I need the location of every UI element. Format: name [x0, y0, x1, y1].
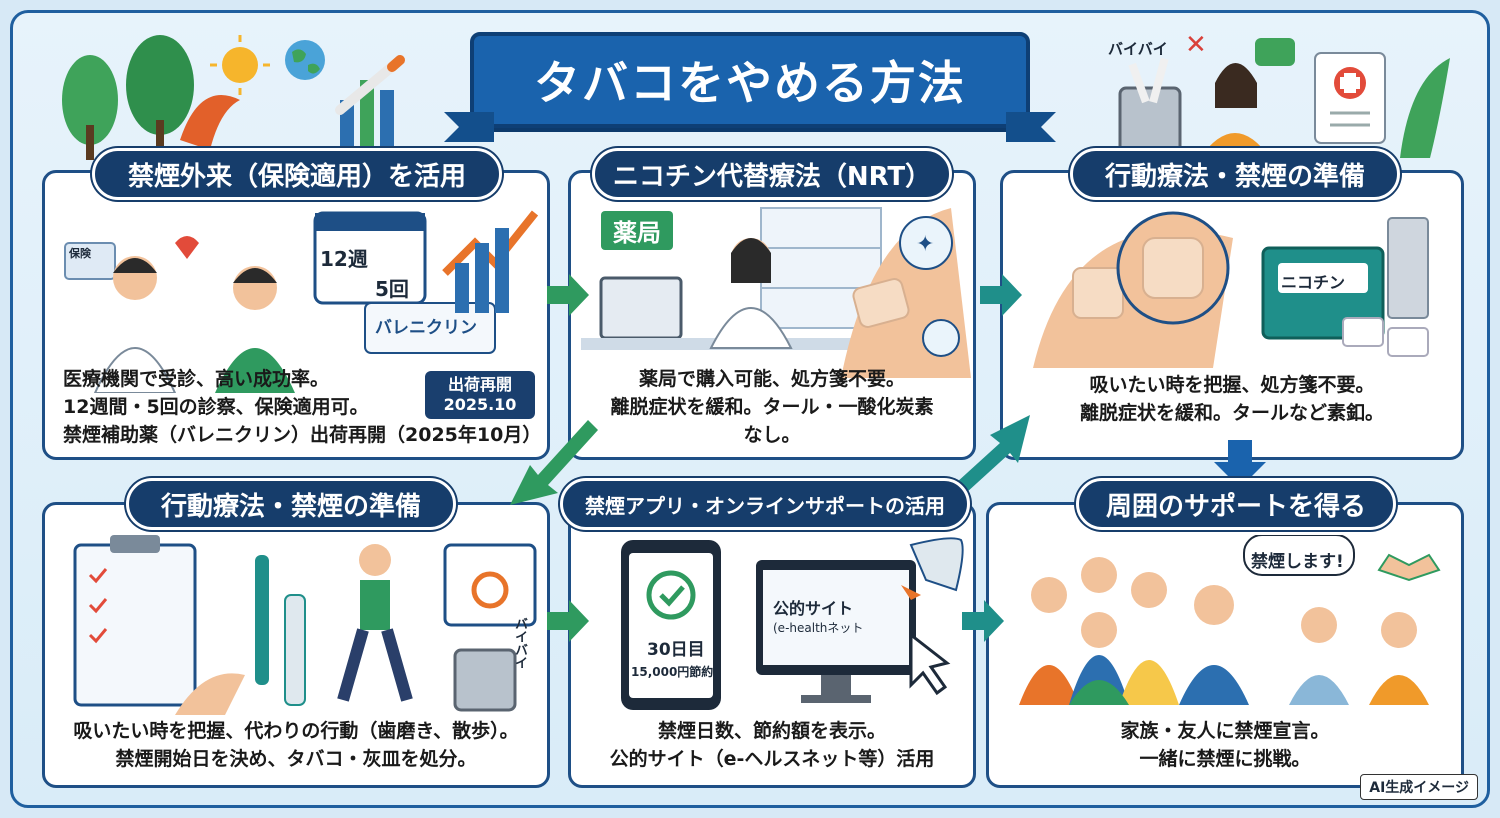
arrow-diagonal-icon	[945, 415, 1030, 503]
badge-line2: 2025.10	[443, 395, 517, 414]
panel-line: 一緒に禁煙に挑戦。	[1139, 748, 1311, 770]
panel-behavior-top: ニコチン 吸いたい時を把握、処方箋不要。 離脱症状を緩和。タールなど素釦。	[1000, 170, 1464, 460]
title-banner: タバコをやめる方法	[444, 32, 1056, 142]
panel-nrt: ✦ 薬局 薬局で購入可能、処方箋不要。 離脱症状を緩和。タール・一酸化炭素 なし…	[568, 170, 976, 460]
panel-clinic: 保険 12週 5回 バレニクリン 出荷再開 2025.10 医療機関で受診、高い…	[42, 170, 550, 460]
svg-text:✕: ✕	[1185, 30, 1207, 60]
panel-line: 家族・友人に禁煙宣言。	[1120, 720, 1330, 742]
panel-line: 離脱症状を緩和。タール・一酸化炭素	[610, 396, 934, 418]
arrow-right-icon	[980, 274, 1022, 316]
panel-heading: ニコチン代替療法（NRT）	[592, 148, 952, 200]
panel-text: 家族・友人に禁煙宣言。 一緒に禁煙に挑戦。	[989, 717, 1461, 773]
website-title: 公的サイト	[773, 599, 854, 618]
nature-decoration	[62, 35, 405, 160]
top-right-decoration: ✕ バイバイ	[1080, 28, 1470, 158]
panel-text: 吸いたい時を把握、代わりの行動（歯磨き、散歩）。 禁煙開始日を決め、タバコ・灰皿…	[45, 717, 547, 773]
panel-line: 12週間・5回の診察、保険適用可。	[63, 396, 369, 418]
panel-heading: 禁煙アプリ・オンラインサポートの活用	[560, 478, 970, 530]
pharmacy-sign-label: 薬局	[613, 219, 661, 247]
gum-box-label: ニコチン	[1281, 273, 1346, 292]
panel-line: 公的サイト（e-ヘルスネット等）活用	[609, 748, 935, 770]
panel-line: 薬局で購入可能、処方箋不要。	[638, 368, 905, 390]
arrow-right-icon	[962, 600, 1004, 642]
panel-heading: 行動療法・禁煙の準備	[1070, 148, 1400, 200]
app-days-label: 30日目	[647, 640, 705, 660]
arrow-diagonal-icon	[510, 420, 598, 505]
drug-box-label: バレニクリン	[375, 318, 477, 338]
patch-gum-illustration	[1033, 211, 1429, 368]
panel-text: 禁煙日数、節約額を表示。 公的サイト（e-ヘルスネット等）活用	[571, 717, 973, 773]
svg-text:✦: ✦	[916, 232, 934, 257]
panel-line: 禁煙補助薬（バレニクリン）出荷再開（2025年10月）	[63, 424, 542, 446]
panel-heading: 禁煙外来（保険適用）を活用	[92, 148, 502, 200]
panel-line: 吸いたい時を把握、代わりの行動（歯磨き、散歩）。	[73, 720, 519, 742]
ai-generated-label: AI生成イメージ	[1360, 774, 1478, 800]
bye-label: バイバイ	[512, 617, 527, 669]
website-sub: (e-healthネット	[773, 621, 864, 635]
checklist-walk-illustration	[73, 535, 537, 715]
arrow-down-icon	[1214, 440, 1266, 488]
panel-text: 薬局で購入可能、処方箋不要。 離脱症状を緩和。タール・一酸化炭素 なし。	[571, 365, 973, 449]
panel-app: 30日目 15,000円節約 公的サイト (e-healthネット 禁煙日数、節…	[568, 502, 976, 788]
visits-label: 5回	[375, 277, 409, 301]
people-support-illustration	[1019, 535, 1441, 705]
panel-heading: 周囲のサポートを得る	[1076, 478, 1396, 530]
panel-line: 医療機関で受診、高い成功率。	[63, 368, 330, 390]
app-saved-label: 15,000円節約	[631, 665, 714, 679]
panel-support: 禁煙します! 家族・友人に禁煙宣言。 一緒に禁煙に挑戦。	[986, 502, 1464, 788]
panel-behavior-bottom: バイバイ 吸いたい時を把握、代わりの行動（歯磨き、散歩）。 禁煙開始日を決め、タ…	[42, 502, 550, 788]
bye-label: バイバイ	[1108, 40, 1168, 58]
shipment-badge: 出荷再開 2025.10	[425, 371, 535, 419]
insurance-card-label: 保険	[69, 247, 91, 260]
panel-heading: 行動療法・禁煙の準備	[126, 478, 456, 530]
panel-line: 吸いたい時を把握、処方箋不要。	[1089, 374, 1375, 396]
panel-text: 医療機関で受診、高い成功率。 12週間・5回の診察、保険適用可。 禁煙補助薬（バ…	[45, 365, 547, 449]
weeks-label: 12週	[320, 247, 368, 271]
arrow-right-icon	[547, 274, 589, 316]
panel-line: 離脱症状を緩和。タールなど素釦。	[1079, 402, 1384, 424]
badge-line1: 出荷再開	[447, 375, 512, 394]
pharmacy-sign: 薬局	[601, 211, 673, 250]
panel-text: 吸いたい時を把握、処方箋不要。 離脱症状を緩和。タールなど素釦。	[1003, 371, 1461, 427]
app-website-illustration	[621, 537, 964, 710]
clinic-illustration	[64, 210, 539, 393]
page-title: タバコをやめる方法	[534, 56, 966, 110]
panel-line: なし。	[743, 424, 801, 446]
panel-line: 禁煙開始日を決め、タバコ・灰皿を処分。	[115, 748, 477, 770]
panel-line: 禁煙日数、節約額を表示。	[657, 720, 886, 742]
speech-bubble-text: 禁煙します!	[1251, 552, 1344, 572]
pharmacy-illustration: ✦	[581, 207, 971, 378]
arrow-right-icon	[547, 600, 589, 642]
